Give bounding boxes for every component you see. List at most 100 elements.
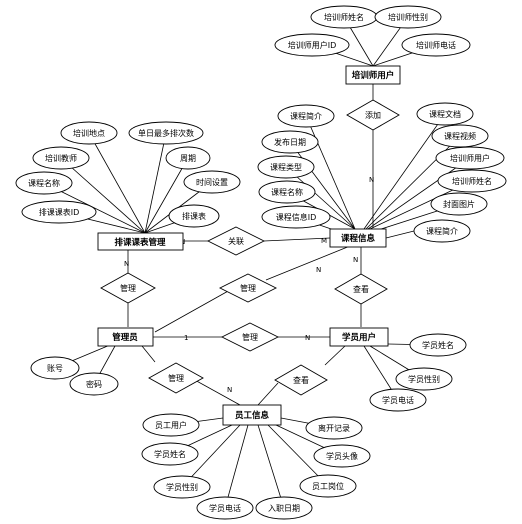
link-max-per-day [144,132,167,234]
attr-student-phone: 学员电话 [369,388,427,412]
attr-course-type: 课程类型 [257,155,315,179]
entity-course-info: 课程信息 [329,228,387,248]
attr-course-doc-label: 课程文档 [429,109,461,119]
relation-manage-staff-label: 管理 [168,373,184,383]
entity-staff-info: 员工信息 [222,404,282,426]
relation-associate: 关联 [206,226,266,256]
attr-course-intro-top: 课程简介 [277,104,335,128]
attr-student-avatar: 学员头像 [313,444,371,468]
relation-add-label: 添加 [365,110,381,120]
attr-password-label: 密码 [86,379,102,389]
attr-student-gender: 学员性别 [395,367,453,391]
relation-view-course: 查看 [334,273,388,305]
card-course-view: N [353,256,358,264]
attr-staff-position-label: 员工岗位 [312,481,344,491]
entity-teacher-user: 培训师用户 [345,65,401,85]
attr-staff-student-phone: 学员电话 [196,496,254,520]
relation-add: 添加 [346,99,400,131]
attr-course-teacher-user: 培训师用户 [435,146,505,170]
attr-staff-student-gender: 学员性别 [153,475,211,499]
entity-admin-label: 管理员 [112,332,138,343]
attr-course-name-label: 课程名称 [271,187,303,197]
attr-staff-student-name: 学员姓名 [141,442,199,466]
attr-location: 培训地点 [60,121,118,145]
attr-course-type-label: 课程类型 [270,162,302,172]
attr-schedule-label: 排课表 [182,211,206,221]
attr-cover-image: 封面图片 [430,192,488,216]
entity-student-user: 学员用户 [329,327,389,347]
card-admin-student: 1 [184,334,188,342]
link-course-intro-top [305,115,356,230]
link-associate-course [263,237,331,242]
attr-schedule-id: 排课课表ID [21,200,97,224]
link-week [144,157,189,234]
link-student-view-staff [324,345,346,366]
link-course-teacher-user [367,157,471,230]
entity-student-user-label: 学员用户 [342,332,376,343]
attr-teacher-gender-label: 培训师性别 [388,12,428,22]
attr-staff-user-label: 员工用户 [155,420,187,430]
attr-max-per-day: 单日最多排次数 [128,121,204,145]
attr-entry-date: 入职日期 [255,496,313,520]
attr-teacher-phone: 培训师电话 [401,33,471,57]
attr-password: 密码 [69,372,119,396]
attr-teacher-gender: 培训师性别 [374,5,442,29]
attr-student-name-label: 学员姓名 [422,340,454,350]
attr-teacher-name: 培训师姓名 [310,5,378,29]
link-manage-course-info [265,245,351,281]
attr-staff-position: 员工岗位 [299,474,357,498]
attr-teacher-name-label: 培训师姓名 [324,12,364,22]
relation-view-course-label: 查看 [353,284,369,294]
relation-view-staff-label: 查看 [293,375,309,385]
attr-staff-student-gender-label: 学员性别 [166,482,198,492]
relation-manage-staff: 管理 [148,362,204,394]
card-add-course: N [369,176,374,184]
attr-course-video: 课程视频 [431,124,489,148]
attr-time-setting: 时间设置 [183,170,241,194]
attr-course-intro-label: 课程简介 [426,226,458,236]
attr-student-name: 学员姓名 [409,333,467,357]
attr-course-name-2: 课程名称 [15,171,73,195]
attr-teacher-phone-label: 培训师电话 [416,40,456,50]
relation-manage-course-label: 管理 [240,283,256,293]
link-location [88,132,146,234]
attr-course-info-id-label: 课程信息ID [276,212,317,222]
attr-course-name-2-label: 课程名称 [28,178,60,188]
attr-course-teacher-user-label: 培训师用户 [450,153,490,163]
attr-leave-record-label: 离开记录 [318,423,350,433]
link-course-doc [363,113,446,230]
attr-account: 账号 [30,356,80,380]
attr-course-teacher-name-label: 培训师姓名 [452,176,492,186]
attr-course-name: 课程名称 [258,180,316,204]
attr-course-intro-top-label: 课程简介 [290,111,322,121]
relation-view-staff: 查看 [274,364,328,396]
relation-admin-student-label: 管理 [242,332,258,342]
attr-cover-image-label: 封面图片 [443,199,475,209]
entity-course-info-label: 课程信息 [341,233,376,244]
link-publish-date [289,141,356,230]
relation-manage-schedule-label: 管理 [120,283,136,293]
link-staff-student-phone [224,424,249,509]
attr-staff-student-phone-label: 学员电话 [209,503,241,513]
attr-staff-student-name-label: 学员姓名 [154,449,186,459]
relation-admin-student: 管理 [220,322,280,352]
link-admin-manage-staff [141,345,156,363]
entity-staff-info-label: 员工信息 [235,410,270,421]
card-manage-staff: N [227,386,232,394]
attr-course-doc: 课程文档 [416,102,474,126]
attr-schedule-id-label: 排课课表ID [39,207,80,217]
attr-teacher-user-id: 培训师用户ID [274,33,350,57]
attr-teacher-user-id-label: 培训师用户ID [288,40,337,50]
entity-admin: 管理员 [97,327,154,347]
attr-student-gender-label: 学员性别 [408,374,440,384]
connector-lines [43,16,473,509]
attr-course-teacher-name: 培训师姓名 [437,169,507,193]
attr-account-label: 账号 [47,364,63,373]
link-trainer [60,157,146,234]
link-view-staff [257,382,279,406]
relation-manage-course: 管理 [218,273,278,303]
attr-course-video-label: 课程视频 [444,131,476,141]
link-entry-date [257,424,285,509]
attr-course-intro: 课程简介 [413,219,471,243]
